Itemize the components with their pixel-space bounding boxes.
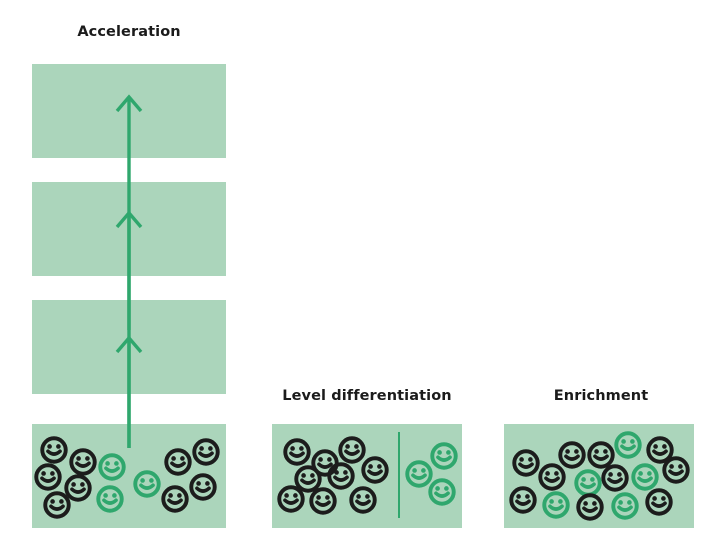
panel-title-enrichment: Enrichment <box>553 388 649 404</box>
band-acceleration-4 <box>32 424 226 528</box>
band-enrichment-1 <box>504 424 694 528</box>
panel-title-acceleration: Acceleration <box>77 24 181 40</box>
band-acceleration-1 <box>32 64 226 158</box>
band-acceleration-2 <box>32 182 226 276</box>
band-level-differentiation-1 <box>272 424 462 528</box>
panel-title-level-differentiation: Level differentiation <box>282 388 452 404</box>
band-acceleration-3 <box>32 300 226 394</box>
